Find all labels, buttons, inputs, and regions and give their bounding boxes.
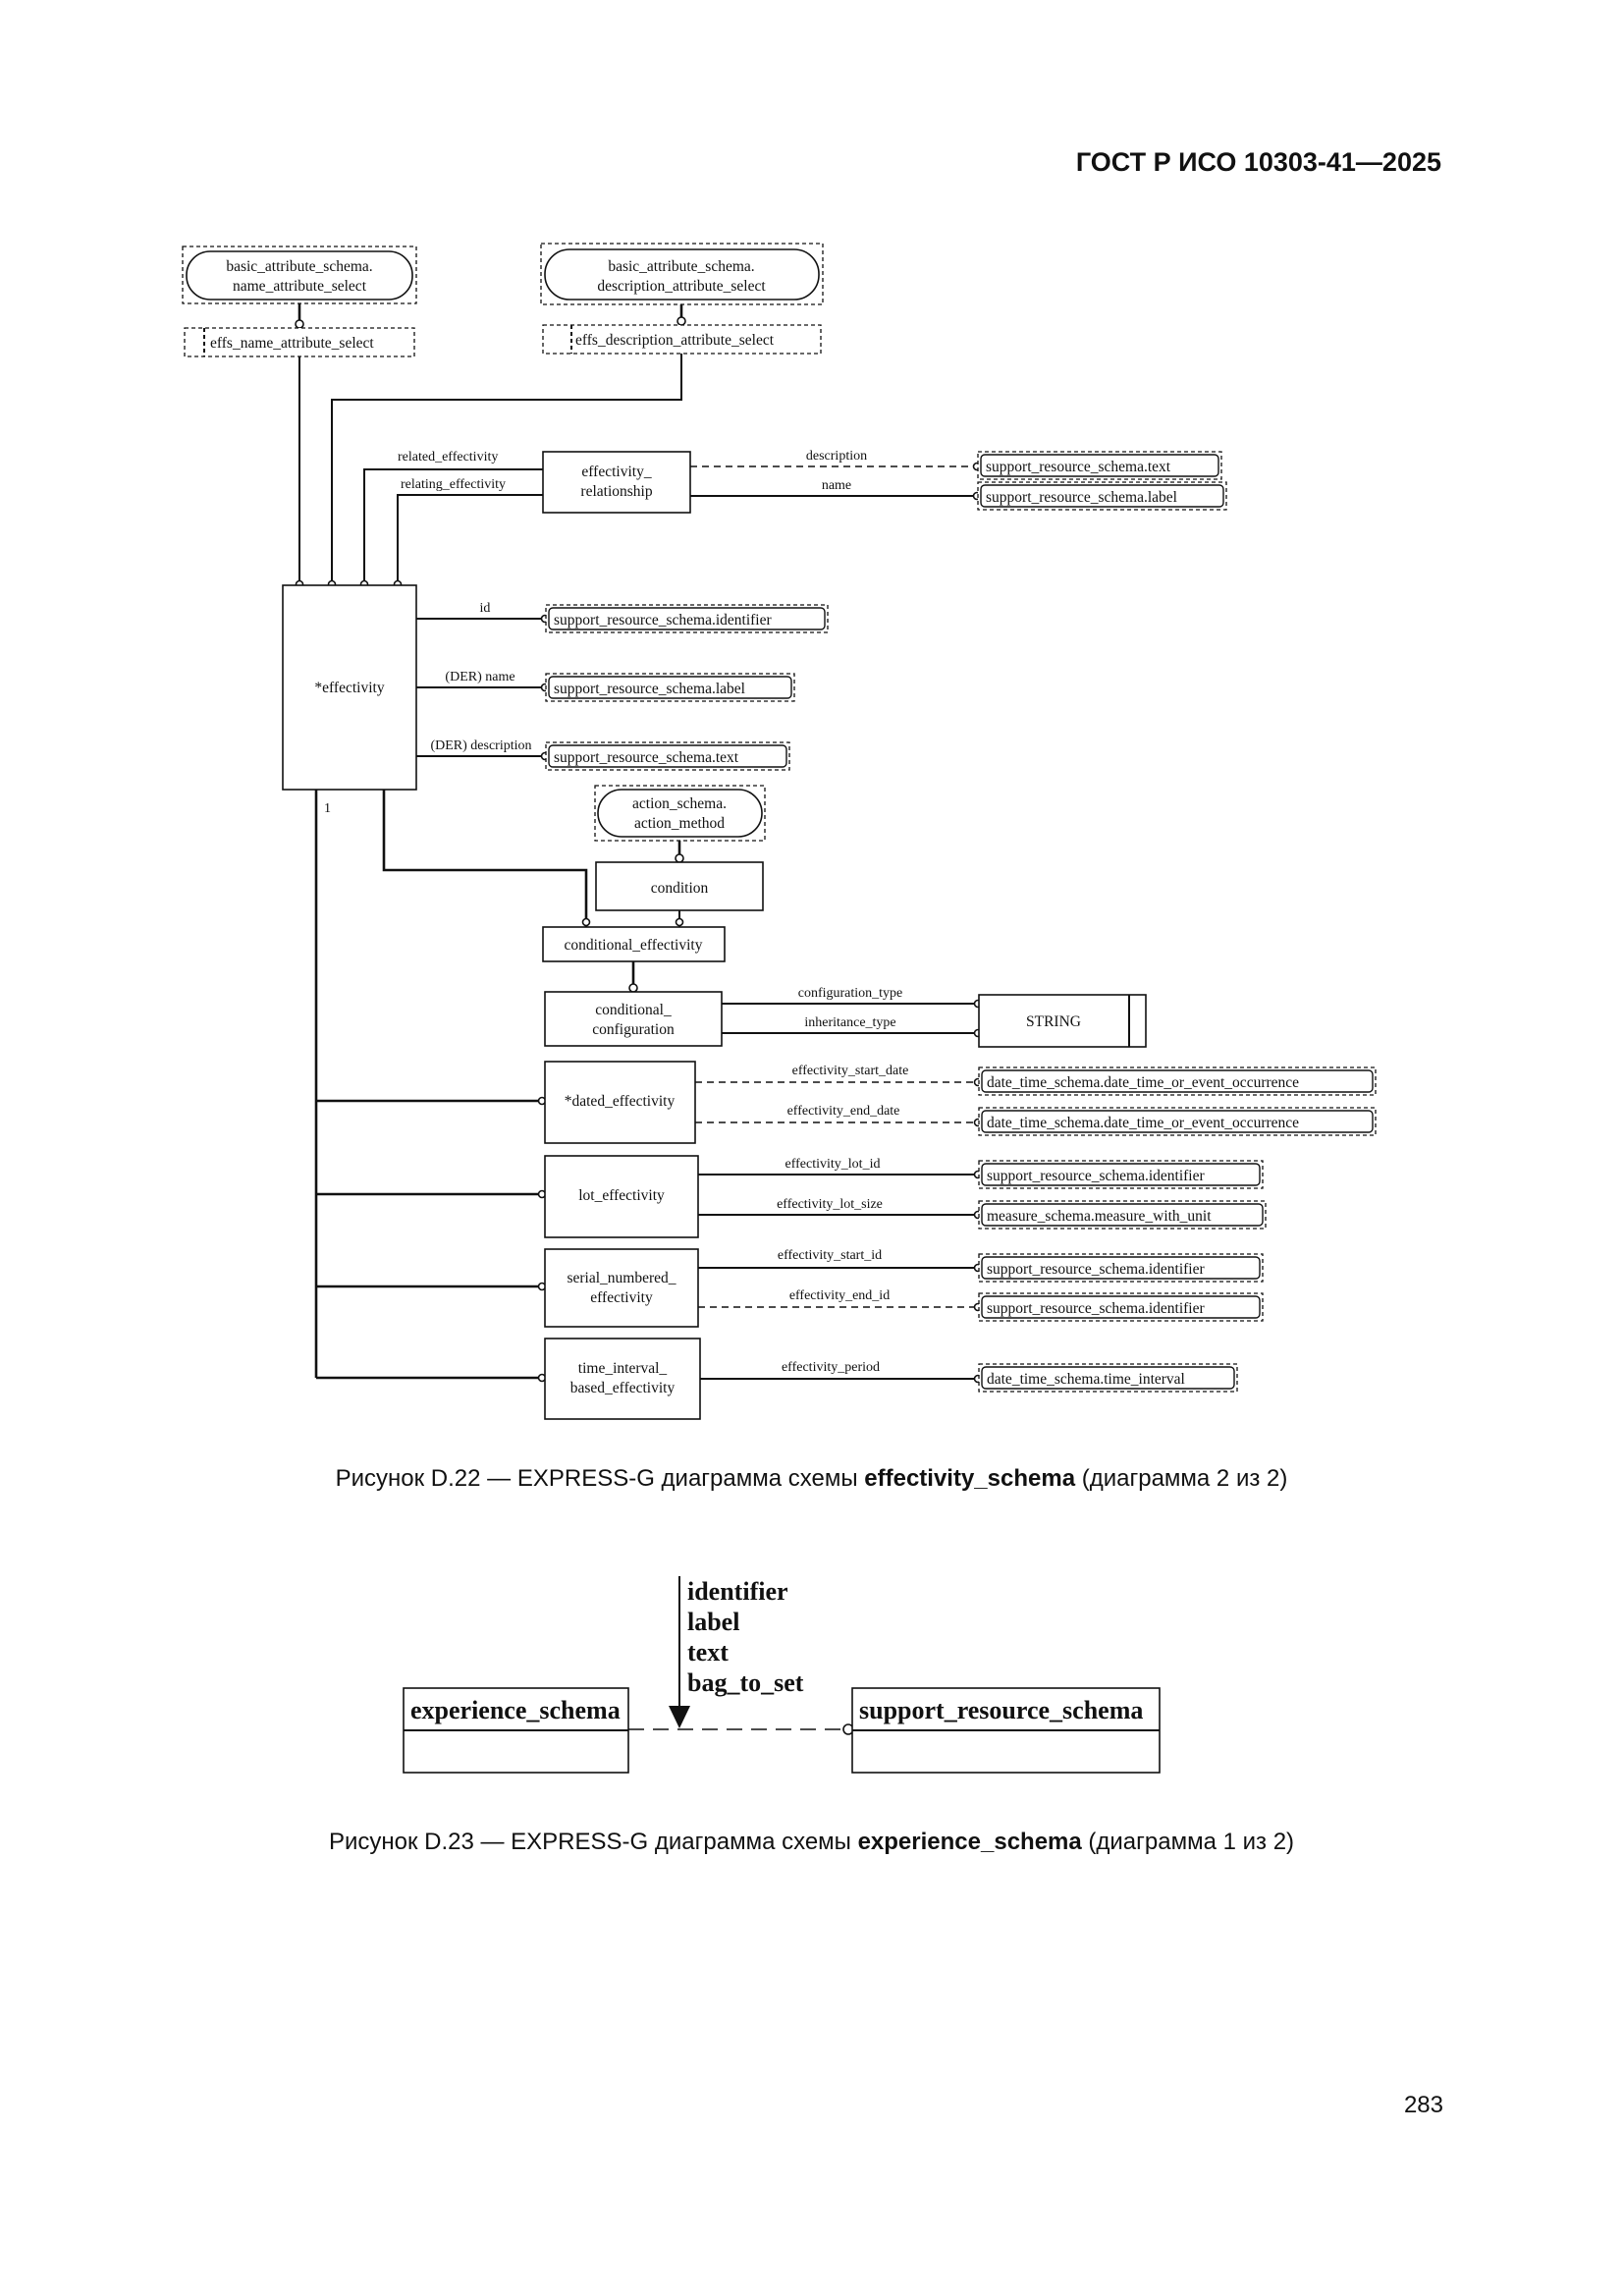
svg-text:support_resource_schema.identi: support_resource_schema.identifier [987,1168,1205,1184]
condition-entity: condition [595,861,764,911]
action-method-ref: action_schema. action_method [594,785,766,842]
svg-text:*dated_effectivity: *dated_effectivity [565,1093,676,1110]
document-header: ГОСТ Р ИСО 10303-41—2025 [1075,147,1441,177]
desc-attr-select-line1: basic_attribute_schema. [608,258,754,275]
dt-occurrence-type-2: date_time_schema.date_time_or_event_occu… [978,1107,1377,1136]
svg-text:support_resource_schema.identi: support_resource_schema.identifier [987,1300,1205,1317]
figure-d23-caption: Рисунок D.23 — EXPRESS-G диаграмма схемы… [328,1829,1295,1855]
effs-name-attribute-select: effs_name_attribute_select [184,327,415,357]
svg-text:lot_effectivity: lot_effectivity [578,1187,665,1204]
svg-text:conditional_effectivity: conditional_effectivity [565,937,703,954]
svg-text:date_time_schema.date_time_or_: date_time_schema.date_time_or_event_occu… [987,1115,1299,1131]
experience-schema-diagram: identifier label text bag_to_set experie… [403,1576,1161,1774]
name-attribute-select-ref: basic_attribute_schema. name_attribute_s… [182,246,417,304]
name-attr-select-line2: name_attribute_select [233,278,367,295]
effs-description-attribute-select: effs_description_attribute_select [542,324,822,355]
import-identifier: identifier [687,1577,788,1606]
srs-identifier-type-3: support_resource_schema.identifier [978,1253,1264,1283]
svg-text:configuration: configuration [592,1021,675,1038]
attr-id-label: id [480,601,491,616]
rel-description-label: description [806,449,867,464]
svg-text:serial_numbered_: serial_numbered_ [567,1270,676,1286]
svg-text:condition: condition [651,880,709,897]
eff-rel-line2: relationship [580,483,652,500]
effectivity-label: *effectivity [314,680,384,696]
svg-text:support_resource_schema.label: support_resource_schema.label [986,489,1177,506]
srs-identifier-type-4: support_resource_schema.identifier [978,1292,1264,1322]
svg-text:effectivity_start_date: effectivity_start_date [792,1064,909,1078]
dated-effectivity-entity: *dated_effectivity [544,1061,696,1144]
srs-text-type-1: support_resource_schema.text [977,451,1222,480]
svg-text:effectivity_end_date: effectivity_end_date [787,1104,900,1119]
string-type: STRING [978,994,1147,1048]
dt-occurrence-type-1: date_time_schema.date_time_or_event_occu… [978,1066,1377,1096]
serial-numbered-effectivity-entity: serial_numbered_ effectivity [544,1248,699,1328]
import-bag-to-set: bag_to_set [687,1668,804,1697]
svg-text:conditional_: conditional_ [595,1002,672,1018]
svg-text:date_time_schema.time_interval: date_time_schema.time_interval [987,1371,1185,1388]
svg-text:time_interval_: time_interval_ [578,1360,668,1377]
conditional-configuration-entity: conditional_ configuration [544,991,723,1047]
svg-text:support_resource_schema.label: support_resource_schema.label [554,681,745,697]
svg-text:support_resource_schema.text: support_resource_schema.text [554,749,739,766]
description-attribute-select-ref: basic_attribute_schema. description_attr… [540,243,824,305]
svg-text:support_resource_schema.identi: support_resource_schema.identifier [554,612,772,629]
svg-text:effectivity_lot_id: effectivity_lot_id [785,1157,881,1172]
lot-effectivity-entity: lot_effectivity [544,1155,699,1238]
svg-text:action_schema.: action_schema. [632,795,727,812]
svg-text:effectivity_lot_size: effectivity_lot_size [777,1197,883,1212]
svg-text:effectivity_start_id: effectivity_start_id [778,1248,882,1263]
svg-text:inheritance_type: inheritance_type [804,1015,895,1030]
eff-rel-line1: effectivity_ [581,464,651,480]
import-label: label [687,1608,739,1636]
svg-text:support_resource_schema.identi: support_resource_schema.identifier [987,1261,1205,1278]
conditional-effectivity-entity: conditional_effectivity [542,926,726,962]
desc-attr-select-line2: description_attribute_select [597,278,766,295]
srs-label-type-1: support_resource_schema.label [977,481,1227,511]
attr-der-desc-label: (DER) description [430,738,531,753]
svg-text:STRING: STRING [1026,1013,1081,1030]
svg-text:effectivity_period: effectivity_period [782,1360,880,1375]
effectivity-relationship-entity: effectivity_ relationship [542,451,691,514]
measure-with-unit-type: measure_schema.measure_with_unit [978,1200,1267,1230]
attr-der-name-label: (DER) name [445,670,514,684]
srs-label-type-2: support_resource_schema.label [545,673,795,702]
time-interval-based-effectivity-entity: time_interval_ based_effectivity [544,1338,701,1420]
srs-identifier-type-2: support_resource_schema.identifier [978,1160,1264,1189]
svg-text:measure_schema.measure_with_un: measure_schema.measure_with_unit [987,1208,1212,1225]
svg-text:configuration_type: configuration_type [798,986,903,1001]
svg-text:effectivity_end_id: effectivity_end_id [789,1288,890,1303]
svg-text:support_resource_schema.text: support_resource_schema.text [986,459,1171,475]
srs-text-type-2: support_resource_schema.text [545,741,790,771]
related-effectivity-label: related_effectivity [398,450,498,465]
cardinality-one: 1 [324,801,331,816]
name-attr-select-line1: basic_attribute_schema. [226,258,372,275]
import-text: text [687,1638,729,1667]
figure-d22-caption: Рисунок D.22 — EXPRESS-G диаграмма схемы… [335,1465,1288,1492]
support-resource-schema-label: support_resource_schema [859,1696,1143,1724]
svg-text:action_method: action_method [634,815,725,832]
srs-identifier-type-1: support_resource_schema.identifier [545,604,829,633]
relating-effectivity-label: relating_effectivity [401,477,506,492]
svg-text:effectivity: effectivity [590,1289,653,1306]
page-number: 283 [1403,2092,1443,2118]
svg-text:date_time_schema.date_time_or_: date_time_schema.date_time_or_event_occu… [987,1074,1299,1091]
effs-desc-label: effs_description_attribute_select [575,332,775,349]
experience-schema-label: experience_schema [410,1696,621,1724]
effectivity-entity: *effectivity [282,584,417,791]
effs-name-label: effs_name_attribute_select [210,335,374,352]
rel-name-label: name [822,478,851,493]
time-interval-type: date_time_schema.time_interval [978,1363,1238,1393]
svg-text:based_effectivity: based_effectivity [570,1380,676,1396]
